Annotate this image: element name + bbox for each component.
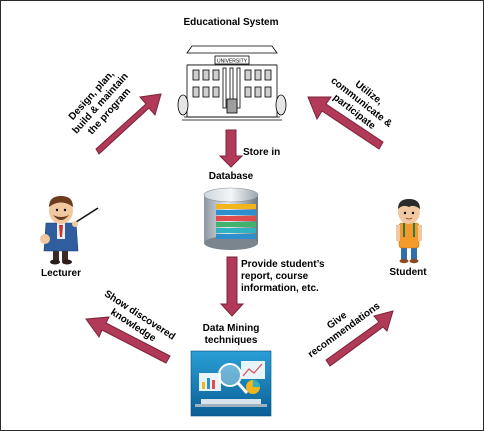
arrow-utilize — [307, 96, 384, 150]
university-building-icon: UNIVERSITY — [177, 45, 287, 121]
edge-label-store: Store in — [243, 147, 281, 158]
database-icon — [203, 187, 259, 250]
node-label-data-mining: Data Mining techniques — [202, 323, 260, 346]
node-label-lecturer: Lecturer — [40, 268, 81, 279]
student-icon — [396, 199, 422, 264]
arrow-provide — [219, 256, 245, 317]
university-sign-text: UNIVERSITY — [217, 59, 248, 65]
arrow-show — [85, 316, 171, 364]
node-label-database: Database — [208, 171, 254, 182]
edge-label-provide: Provide student’s report, course informa… — [241, 259, 325, 294]
arrow-design — [95, 93, 162, 155]
page-title: Educational System — [183, 17, 279, 28]
arrow-give — [325, 310, 394, 367]
lecturer-icon — [40, 196, 99, 265]
node-label-student: Student — [389, 267, 427, 278]
arrow-store — [218, 129, 244, 168]
data-mining-icon — [190, 350, 272, 417]
